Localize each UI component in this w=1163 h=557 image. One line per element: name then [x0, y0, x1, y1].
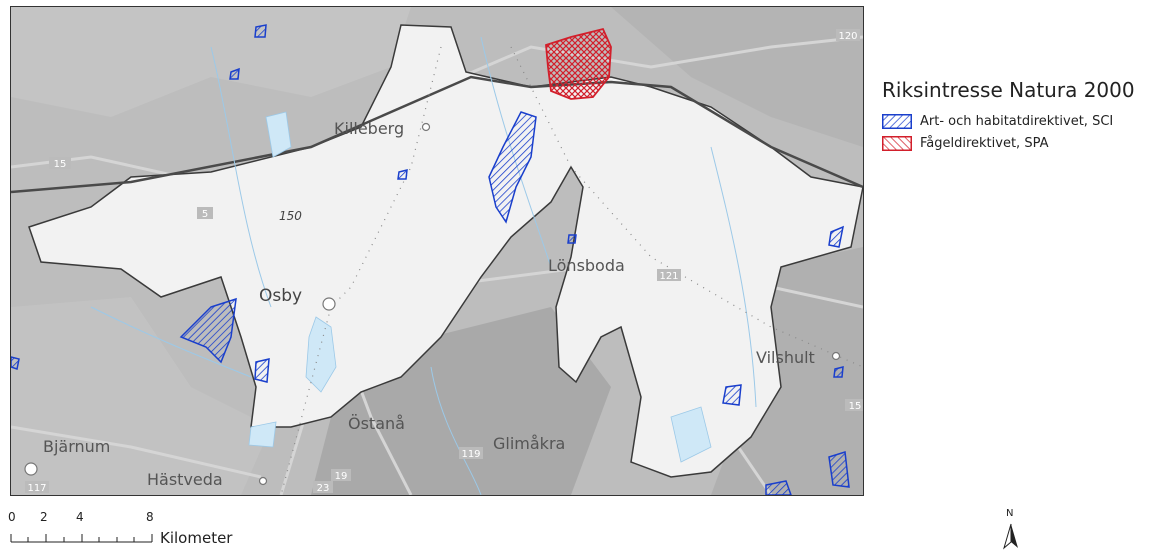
- sci-area[interactable]: [229, 67, 240, 80]
- map-frame[interactable]: 120 15 5 121 119 19 23 117 15: [10, 6, 864, 496]
- scale-tick-label: 4: [76, 510, 84, 524]
- svg-text:119: 119: [461, 449, 480, 460]
- place-label-glimakra: Glimåkra: [493, 434, 565, 453]
- legend-item-sci: Art- och habitatdirektivet, SCI: [882, 110, 1135, 132]
- sci-area[interactable]: [765, 480, 792, 495]
- place-label-bjarnum: Bjärnum: [43, 437, 110, 456]
- svg-text:121: 121: [659, 271, 678, 282]
- county-border: [11, 75, 863, 194]
- svg-text:15: 15: [849, 401, 862, 412]
- scale-tick-label: 8: [146, 510, 154, 524]
- spa-area[interactable]: [545, 27, 612, 100]
- place-label-vilshult: Vilshult: [756, 348, 815, 367]
- scale-tick-label: 0: [8, 510, 16, 524]
- legend-item-spa: Fågeldirektivet, SPA: [882, 132, 1135, 154]
- municipality-area: [28, 24, 863, 478]
- sci-area[interactable]: [722, 384, 742, 406]
- sci-area[interactable]: [488, 111, 537, 224]
- place-label-ostana: Östanå: [348, 414, 405, 433]
- map-legend: Riksintresse Natura 2000 Art- och habita…: [882, 78, 1135, 154]
- legend-label-spa: Fågeldirektivet, SPA: [920, 135, 1049, 151]
- place-label-osby: Osby: [259, 286, 302, 306]
- scale-bar-ruler: [10, 534, 153, 543]
- place-label-killeberg: Killeberg: [334, 119, 404, 138]
- svg-text:15: 15: [54, 159, 67, 170]
- place-label-hastveda: Hästveda: [147, 470, 223, 489]
- svg-text:117: 117: [27, 483, 46, 494]
- svg-text:5: 5: [202, 209, 208, 220]
- sci-area[interactable]: [397, 169, 408, 180]
- svg-text:120: 120: [838, 31, 857, 42]
- sci-area[interactable]: [254, 358, 270, 383]
- spa-swatch-icon: [882, 135, 912, 151]
- place-label-lonsboda: Lönsboda: [548, 256, 625, 275]
- road-shields: 120 15 5 121 119 19 23 117 15: [25, 29, 863, 494]
- sci-area[interactable]: [254, 24, 267, 38]
- settlement-markers: [24, 122, 841, 486]
- legend-title: Riksintresse Natura 2000: [882, 78, 1135, 102]
- scale-unit-label: Kilometer: [160, 529, 233, 547]
- north-label: N: [1006, 508, 1014, 519]
- sci-areas[interactable]: [11, 24, 850, 495]
- sci-area[interactable]: [828, 225, 845, 248]
- north-arrow-icon: [1003, 523, 1018, 550]
- map-canvas[interactable]: 120 15 5 121 119 19 23 117 15: [11, 7, 863, 495]
- north-arrow: N: [1002, 508, 1020, 554]
- railways: [280, 46, 863, 495]
- svg-text:19: 19: [335, 471, 348, 482]
- sci-area[interactable]: [179, 297, 237, 364]
- sci-area[interactable]: [11, 356, 20, 370]
- sci-area[interactable]: [828, 451, 850, 488]
- lakes: [248, 111, 712, 463]
- sci-swatch-icon: [882, 113, 912, 129]
- legend-label-sci: Art- och habitatdirektivet, SCI: [920, 113, 1114, 129]
- scale-tick-label: 2: [40, 510, 48, 524]
- sci-area[interactable]: [567, 234, 577, 244]
- elevation-label: 150: [279, 209, 302, 223]
- svg-text:23: 23: [317, 483, 330, 494]
- sci-area[interactable]: [833, 366, 844, 378]
